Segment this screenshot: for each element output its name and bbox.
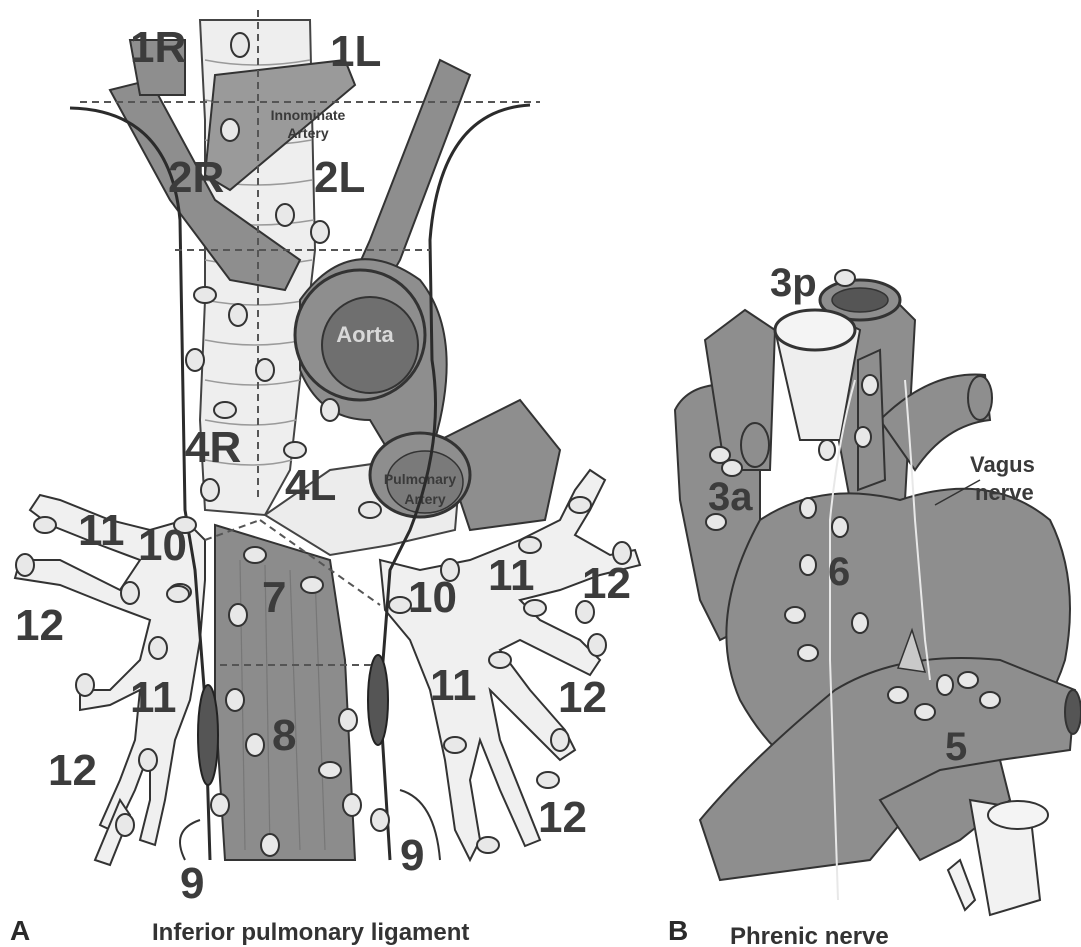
station-1L: 1L	[330, 27, 381, 76]
station-12-right-upper: 12	[582, 559, 631, 608]
station-7: 7	[262, 573, 286, 622]
station-12-left-upper: 12	[15, 601, 64, 650]
station-12-right-mid: 12	[558, 673, 607, 722]
pulmonary-artery-label-2: Artery	[404, 491, 445, 507]
station-9-right: 9	[400, 831, 424, 880]
station-11-left-upper: 11	[78, 506, 125, 555]
station-11-right-lower: 11	[430, 661, 477, 710]
panel-a-caption: Inferior pulmonary ligament	[152, 919, 469, 946]
station-8: 8	[272, 711, 296, 760]
station-11-left-lower: 11	[130, 673, 177, 722]
panel-b-caption: Phrenic nerve	[730, 923, 889, 947]
vagus-nerve-label-1: Vagus	[970, 452, 1035, 477]
aorta-label: Aorta	[336, 322, 394, 347]
station-2R: 2R	[168, 153, 224, 202]
station-2L: 2L	[314, 153, 365, 202]
panel-a: Aorta Pulmonary Artery	[10, 10, 640, 946]
station-9-left: 9	[180, 859, 204, 908]
panel-b-letter: B	[668, 915, 688, 946]
pulmonary-artery-label-1: Pulmonary	[384, 471, 457, 487]
station-6: 6	[828, 550, 850, 594]
station-4L: 4L	[285, 461, 336, 510]
station-4R: 4R	[185, 423, 241, 472]
station-5: 5	[945, 725, 967, 769]
station-3p: 3p	[770, 261, 817, 305]
innominate-artery-label-2: Artery	[287, 125, 328, 141]
station-11-right-upper: 11	[488, 551, 535, 600]
station-1R: 1R	[130, 23, 186, 72]
station-12-right-lower: 12	[538, 793, 587, 842]
station-3a: 3a	[708, 475, 753, 519]
panel-b: 3p 3a 6 5 Vagus nerve B Phrenic nerve	[668, 261, 1081, 947]
station-10-left: 10	[138, 521, 187, 570]
panel-a-letter: A	[10, 915, 30, 946]
station-12-left-lower: 12	[48, 746, 97, 795]
station-10-right: 10	[408, 573, 457, 622]
vagus-nerve-label-2: nerve	[975, 480, 1034, 505]
innominate-artery-label-1: Innominate	[271, 107, 346, 123]
